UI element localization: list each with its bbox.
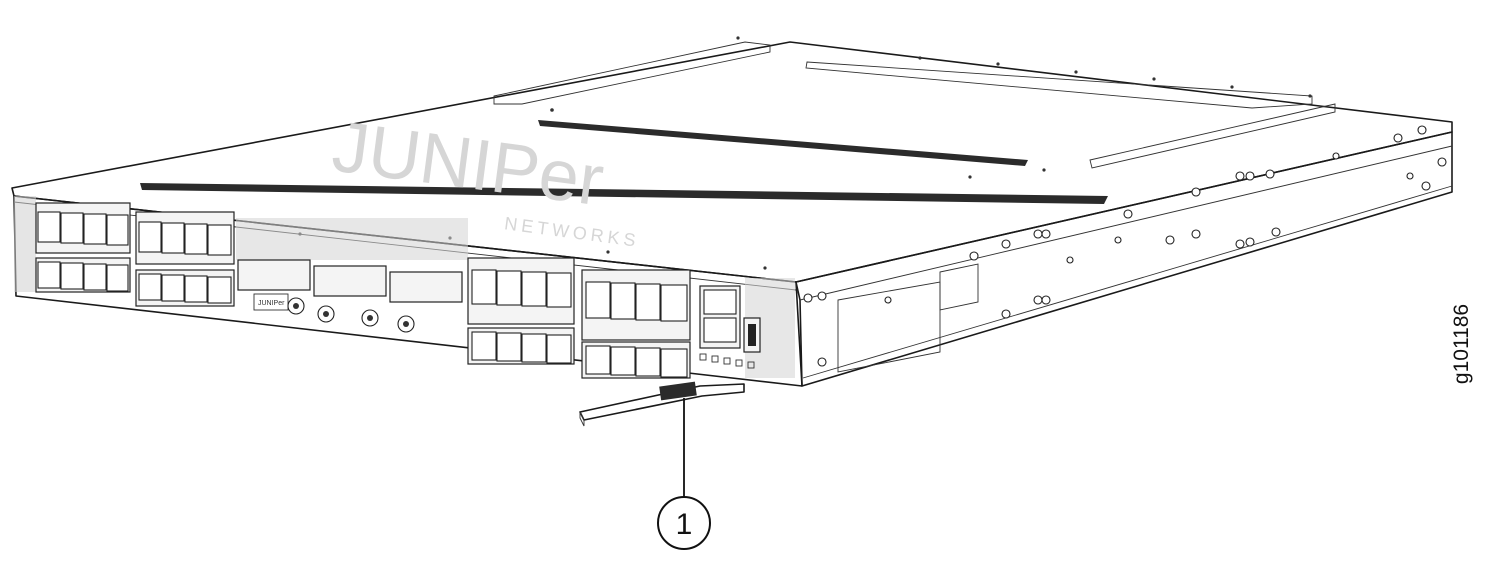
panel-logo-text: JUNIPer xyxy=(258,300,285,307)
management-ports xyxy=(699,285,761,369)
top-slot-3 xyxy=(1089,103,1336,169)
callout-1: 1 xyxy=(657,398,711,550)
figure-id: g101186 xyxy=(1450,304,1473,384)
sfp-block-1 xyxy=(35,202,131,293)
sfp-block-4 xyxy=(581,269,691,379)
top-slot-2 xyxy=(805,61,1313,109)
pull-tab-component xyxy=(579,381,745,427)
front-vents xyxy=(14,196,795,378)
top-vent-1 xyxy=(538,120,1028,166)
side-details xyxy=(803,125,1447,373)
callout-circle xyxy=(657,496,711,550)
top-vent-2 xyxy=(140,183,1108,204)
chassis-side xyxy=(795,131,1453,387)
status-leds xyxy=(699,353,755,369)
sfp-block-3 xyxy=(467,257,575,365)
logo-sub-text: NETWORKS xyxy=(503,213,640,251)
callout-number: 1 xyxy=(676,508,693,541)
top-slot-1 xyxy=(493,41,771,105)
qsfp-block xyxy=(237,259,463,303)
sfp-block-2 xyxy=(135,211,235,307)
timing-panel: JUNIPer xyxy=(253,293,415,333)
